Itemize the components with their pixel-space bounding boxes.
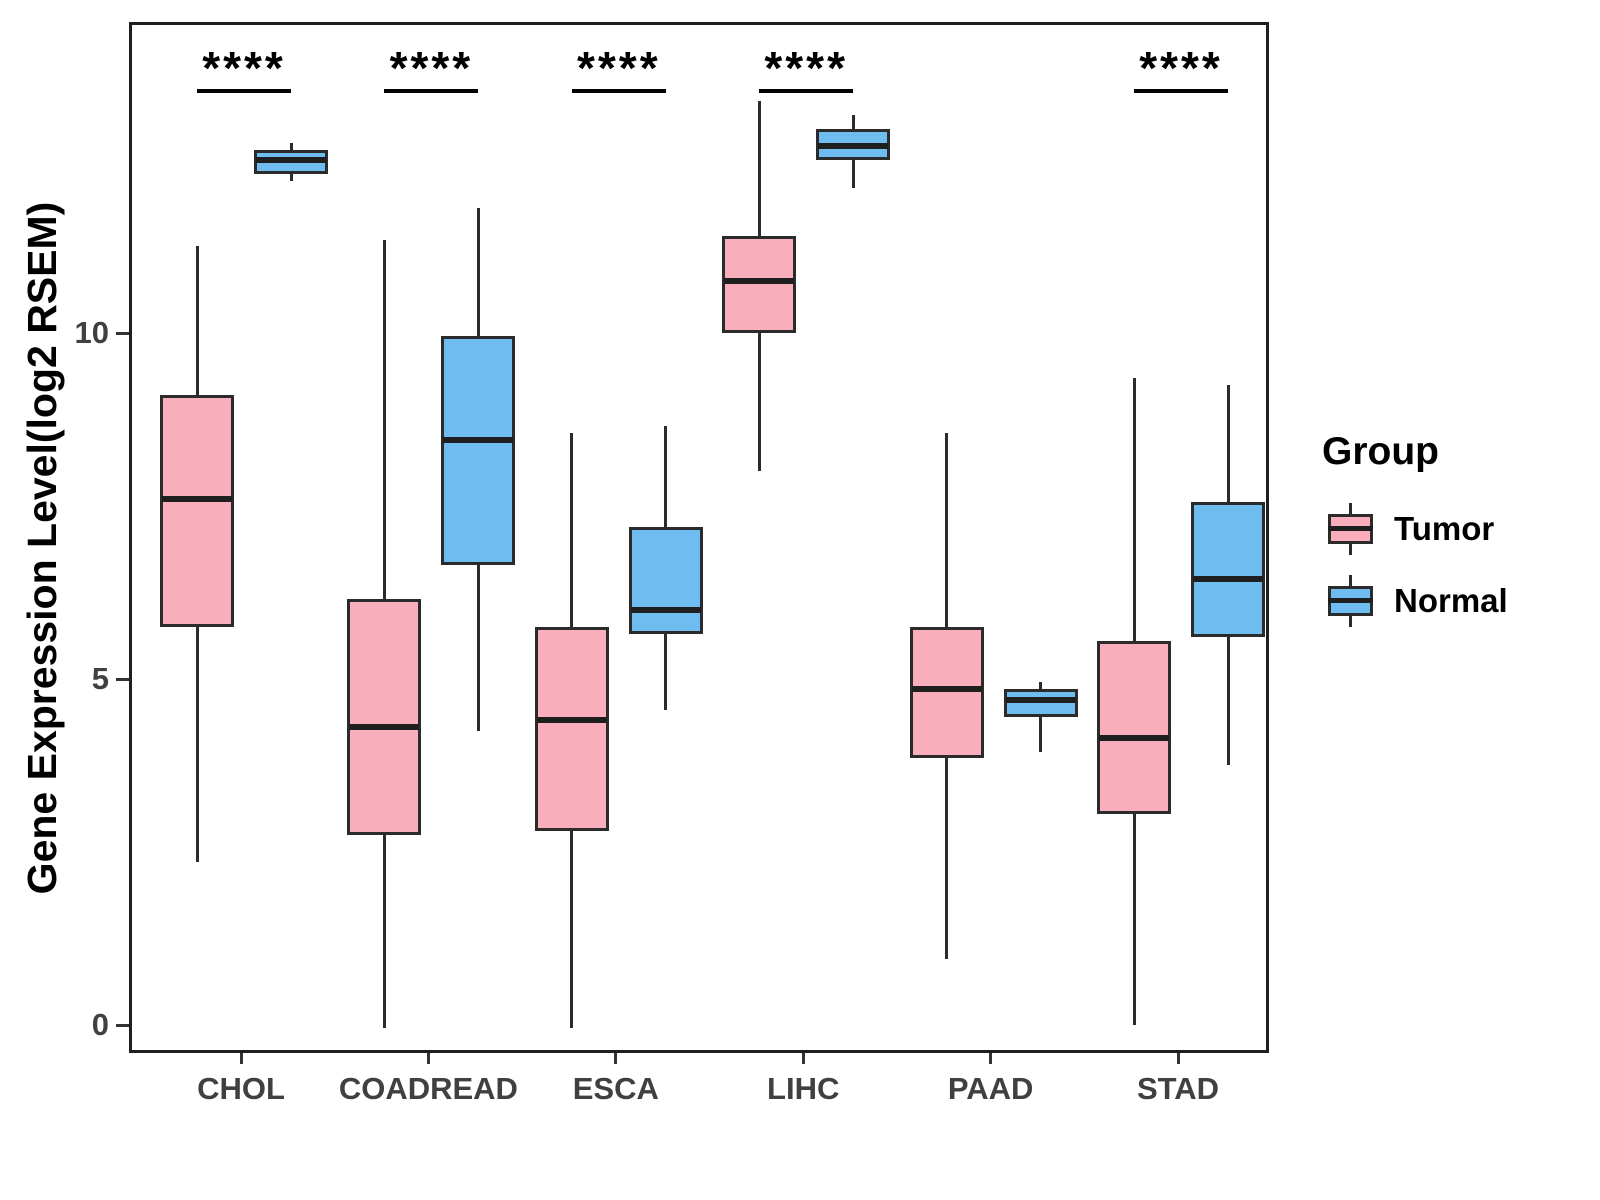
paad-normal-median	[1005, 696, 1076, 703]
y-axis-title: Gene Expression Level(log2 RSEM)	[19, 201, 65, 895]
tumor-boxplot-key-icon	[1322, 500, 1380, 558]
paad-tumor-box	[909, 626, 984, 759]
significance-bar-esca	[571, 89, 666, 93]
lihc-tumor-box	[722, 236, 797, 333]
significance-bar-coadread	[384, 89, 479, 93]
legend: Group Tumor Normal	[1322, 430, 1508, 644]
normal-boxplot-key-icon	[1322, 572, 1380, 630]
stad-tumor-median	[1099, 734, 1169, 741]
paad-normal-whisker	[1039, 682, 1043, 752]
paad-tumor-median	[911, 686, 982, 693]
significance-bar-lihc	[759, 89, 854, 93]
significance-stars-esca: ****	[576, 42, 661, 94]
y-tick-mark-10	[116, 331, 129, 335]
x-tick-label-coadread: COADREAD	[338, 1071, 518, 1106]
y-tick-label-10: 10	[74, 315, 109, 351]
x-tick-label-stad: STAD	[1136, 1071, 1220, 1106]
lihc-tumor-median	[724, 278, 795, 285]
significance-bar-chol	[197, 89, 291, 93]
y-tick-label-5: 5	[91, 661, 109, 697]
esca-normal-median	[630, 606, 701, 613]
significance-stars-lihc: ****	[764, 42, 848, 94]
x-tick-mark-coadread	[426, 1053, 430, 1064]
plot-panel: **** **** **** **** ****	[129, 22, 1269, 1053]
x-tick-label-paad: PAAD	[947, 1071, 1034, 1106]
coadread-tumor-median	[349, 724, 420, 731]
stad-tumor-box	[1097, 640, 1171, 814]
chol-tumor-box	[160, 395, 234, 627]
x-tick-mark-stad	[1176, 1053, 1180, 1064]
chol-tumor-median	[162, 495, 232, 502]
legend-label-tumor: Tumor	[1394, 510, 1495, 547]
significance-stars-stad: ****	[1139, 42, 1223, 94]
x-tick-label-lihc: LIHC	[767, 1071, 840, 1106]
lihc-normal-median	[818, 143, 889, 150]
significance-bar-stad	[1134, 89, 1228, 93]
coadread-tumor-box	[347, 599, 422, 835]
legend-item-tumor: Tumor	[1322, 500, 1508, 558]
coadread-normal-box	[441, 336, 516, 565]
y-tick-mark-5	[116, 677, 129, 681]
y-tick-label-0: 0	[91, 1007, 109, 1043]
legend-item-normal: Normal	[1322, 572, 1508, 630]
paad-normal-box	[1003, 689, 1078, 717]
significance-stars-coadread: ****	[389, 42, 474, 94]
esca-tumor-box	[534, 626, 609, 832]
x-tick-mark-esca	[614, 1053, 618, 1064]
x-tick-mark-lihc	[801, 1053, 805, 1064]
coadread-normal-median	[443, 437, 514, 444]
stad-normal-box	[1191, 502, 1265, 638]
x-tick-mark-paad	[989, 1053, 993, 1064]
legend-title: Group	[1322, 430, 1439, 473]
esca-normal-box	[628, 526, 703, 634]
esca-tumor-median	[536, 717, 607, 724]
x-tick-mark-chol	[239, 1053, 243, 1064]
significance-stars-chol: ****	[202, 42, 286, 94]
legend-label-normal: Normal	[1394, 582, 1508, 619]
x-tick-label-chol: CHOL	[197, 1071, 285, 1106]
y-tick-mark-0	[116, 1023, 129, 1027]
chol-normal-median	[256, 156, 326, 163]
x-tick-label-esca: ESCA	[572, 1071, 659, 1106]
stad-normal-median	[1193, 575, 1263, 582]
